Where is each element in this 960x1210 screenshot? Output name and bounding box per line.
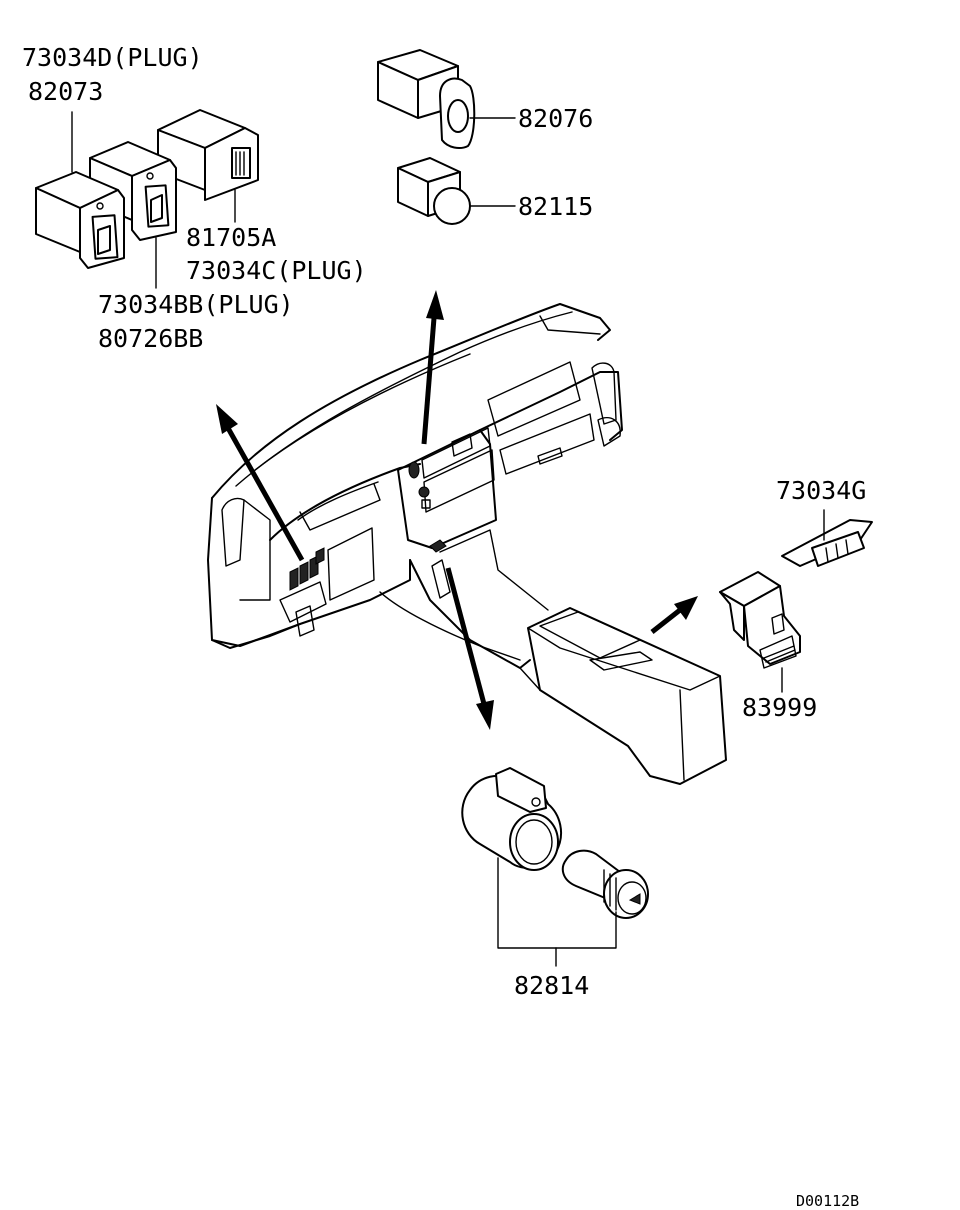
label-82076: 82076 bbox=[518, 104, 593, 133]
label-82073: 82073 bbox=[28, 77, 103, 106]
label-73034g: 73034G bbox=[776, 476, 866, 505]
lighter-82814 bbox=[461, 767, 649, 967]
label-73034c: 73034C(PLUG) bbox=[186, 256, 367, 285]
dashboard-illustration bbox=[207, 303, 727, 785]
label-73034d: 73034D(PLUG) bbox=[22, 43, 203, 72]
label-80726bb: 80726BB bbox=[98, 324, 203, 353]
switch-82115 bbox=[397, 157, 516, 225]
unit-83999 bbox=[719, 571, 801, 693]
label-82115: 82115 bbox=[518, 192, 593, 221]
switch-group-82073 bbox=[35, 109, 259, 289]
label-81705a: 81705A bbox=[186, 223, 276, 252]
location-arrows bbox=[216, 290, 698, 730]
label-82814: 82814 bbox=[514, 971, 589, 1000]
diagram-code: D00112B bbox=[796, 1192, 859, 1210]
label-83999: 83999 bbox=[742, 693, 817, 722]
switch-82076 bbox=[377, 49, 516, 149]
cover-73034g bbox=[781, 509, 873, 567]
label-73034bb: 73034BB(PLUG) bbox=[98, 290, 294, 319]
